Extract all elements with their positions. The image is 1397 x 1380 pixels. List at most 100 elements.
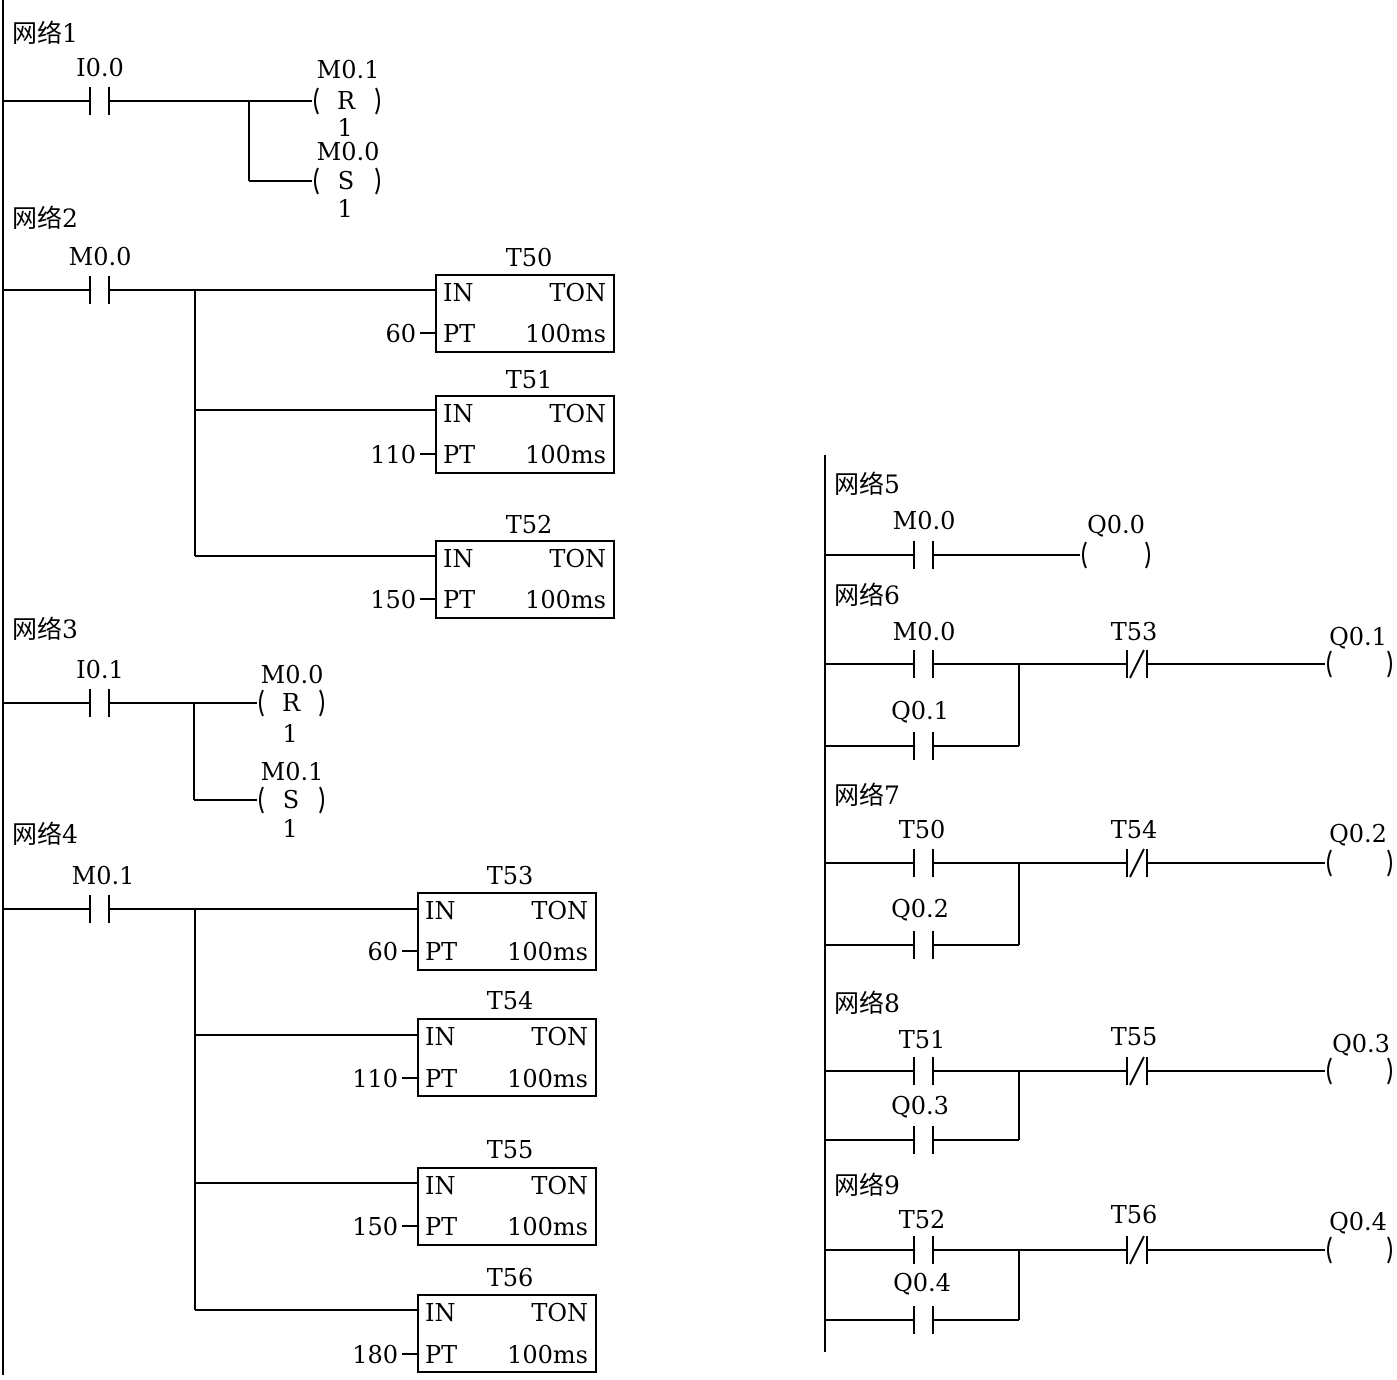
coil-label: M0.1 [261, 758, 324, 786]
timer-in: IN [425, 1023, 455, 1051]
timer-type: TON [531, 1172, 588, 1200]
coil-count: 1 [282, 815, 297, 843]
network-1: 网络1 I0.0 M0.1 R 1 M0.0 S 1 [3, 19, 380, 223]
timer-type: TON [549, 545, 606, 573]
no-contact-symbol [89, 87, 110, 115]
network-label: 网络4 [12, 820, 78, 849]
set-coil: M0.1 S 1 [259, 758, 324, 843]
output-coil: Q0.3 [1327, 1030, 1392, 1085]
nc-contact-label: T53 [1111, 618, 1158, 646]
timer-name: T53 [487, 862, 534, 890]
network-6: 网络6 M0.0 Q0.1 T53 Q0.1 [825, 581, 1392, 760]
timer-preset: 110 [370, 441, 416, 469]
timer-type: TON [531, 897, 588, 925]
timer-block: T53 IN TON PT 100ms 60 [367, 862, 597, 971]
coil-label: M0.0 [261, 661, 324, 689]
nc-contact-label: T55 [1111, 1023, 1158, 1051]
no-contact-symbol [913, 1057, 934, 1085]
nc-contact-symbol [1126, 1056, 1148, 1086]
timer-in: IN [443, 279, 473, 307]
timer-res: 100ms [507, 938, 588, 966]
contact-label: M0.0 [893, 618, 956, 646]
coil-label: Q0.4 [1329, 1208, 1387, 1236]
timer-preset: 180 [352, 1341, 398, 1369]
no-contact-symbol [913, 1126, 934, 1154]
timer-pt-label: PT [425, 938, 457, 966]
coil-op: R [337, 87, 356, 115]
no-contact-symbol [89, 689, 110, 717]
network-label: 网络5 [834, 470, 900, 499]
parallel-contact-label: Q0.3 [891, 1092, 949, 1120]
coil-label: M0.0 [317, 138, 380, 166]
reset-coil: M0.0 R 1 [259, 661, 324, 748]
nc-contact-symbol [1126, 848, 1148, 878]
no-contact-symbol [913, 541, 934, 569]
nc-contact-label: T56 [1111, 1201, 1158, 1229]
timer-preset: 150 [352, 1213, 398, 1241]
timer-name: T52 [506, 511, 553, 539]
timer-block: T52 IN TON PT 100ms 150 [370, 511, 615, 619]
coil-count: 1 [337, 195, 352, 223]
timer-pt-label: PT [425, 1341, 457, 1369]
network-8: 网络8 T51 Q0.3 T55 Q0.3 [825, 989, 1392, 1154]
timer-block: T51 IN TON PT 100ms 110 [370, 366, 615, 474]
network-label: 网络6 [834, 581, 900, 610]
coil-count: 1 [282, 720, 297, 748]
timer-name: T51 [506, 366, 553, 394]
parallel-contact-label: Q0.4 [893, 1269, 951, 1297]
timer-block: T50 IN TON PT 100ms 60 [385, 244, 615, 353]
contact-label: T51 [899, 1026, 946, 1054]
timer-type: TON [549, 279, 606, 307]
coil-label: Q0.3 [1332, 1030, 1390, 1058]
timer-res: 100ms [507, 1213, 588, 1241]
contact-label: T50 [899, 816, 946, 844]
coil-op: S [283, 786, 299, 814]
timer-in: IN [443, 400, 473, 428]
network-3: 网络3 I0.1 M0.0 R 1 M0.1 S 1 [3, 615, 324, 843]
set-coil: M0.0 S 1 [314, 138, 380, 223]
nc-contact-symbol [1126, 1235, 1148, 1265]
coil-label: Q0.1 [1329, 623, 1387, 651]
timer-preset: 60 [367, 938, 398, 966]
contact-label: M0.0 [893, 507, 956, 535]
network-label: 网络8 [834, 989, 900, 1018]
parallel-contact-label: Q0.1 [891, 697, 949, 725]
timer-res: 100ms [525, 320, 606, 348]
network-7: 网络7 T50 Q0.2 T54 Q0.2 [825, 781, 1392, 959]
coil-label: Q0.2 [1329, 820, 1387, 848]
contact-label: T52 [899, 1206, 946, 1234]
timer-block: T55 IN TON PT 100ms 150 [352, 1136, 597, 1246]
output-coil: Q0.2 [1327, 820, 1392, 877]
timer-res: 100ms [507, 1065, 588, 1093]
timer-name: T56 [487, 1264, 534, 1292]
network-5: 网络5 M0.0 Q0.0 [825, 470, 1150, 569]
network-9: 网络9 T52 Q0.4 T56 Q0.4 [825, 1171, 1392, 1334]
timer-in: IN [425, 1172, 455, 1200]
output-coil: Q0.4 [1327, 1208, 1392, 1264]
contact-label: M0.1 [72, 862, 135, 890]
nc-contact-symbol [1126, 649, 1148, 679]
timer-preset: 60 [385, 320, 416, 348]
timer-name: T54 [487, 987, 534, 1015]
network-label: 网络1 [12, 19, 78, 48]
network-label: 网络9 [834, 1171, 900, 1200]
parallel-contact-label: Q0.2 [891, 895, 949, 923]
network-label: 网络7 [834, 781, 900, 810]
contact-label: I0.0 [76, 54, 124, 82]
contact-label: M0.0 [69, 243, 132, 271]
timer-in: IN [443, 545, 473, 573]
network-label: 网络2 [12, 204, 78, 233]
network-label: 网络3 [12, 615, 78, 644]
no-contact-symbol [913, 1236, 934, 1264]
output-coil: Q0.0 [1082, 511, 1150, 569]
timer-in: IN [425, 897, 455, 925]
timer-preset: 150 [370, 586, 416, 614]
reset-coil: M0.1 R 1 [314, 56, 380, 142]
nc-contact-label: T54 [1111, 816, 1158, 844]
timer-type: TON [531, 1023, 588, 1051]
timer-block: T54 IN TON PT 100ms 110 [352, 987, 597, 1097]
timer-res: 100ms [525, 586, 606, 614]
timer-pt-label: PT [443, 441, 475, 469]
timer-res: 100ms [507, 1341, 588, 1369]
